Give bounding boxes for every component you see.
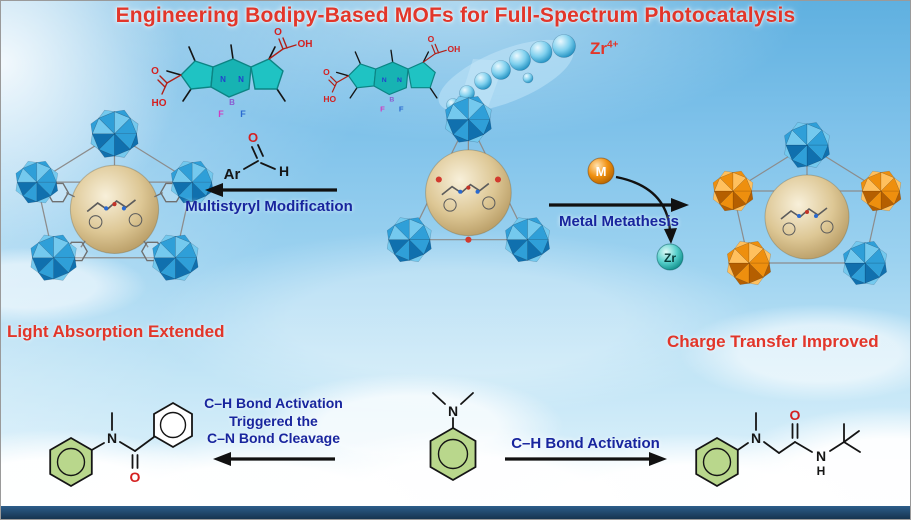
n2-label: N — [816, 448, 826, 464]
zr-ion-sphere — [522, 72, 534, 84]
ar-label: Ar — [224, 166, 241, 183]
aldehyde-structure: Ar O H — [224, 130, 289, 183]
bodipy-molecule-left — [150, 26, 314, 120]
left-caption: Light Absorption Extended — [7, 322, 225, 341]
m-cluster-node — [727, 241, 771, 285]
multistyryl-arrow — [205, 183, 337, 197]
zr-cluster-node — [843, 241, 887, 285]
encapsulated-chromophore — [780, 207, 834, 236]
cleavage-label-line2: Triggered the — [229, 412, 318, 429]
zr-ion-sphere — [552, 34, 576, 58]
released-zr-label: Zr — [664, 251, 676, 265]
arrowhead — [205, 183, 223, 197]
incoming-metal-sphere — [587, 157, 615, 185]
amide-product-molecule: N O — [49, 401, 193, 488]
h-label: H — [279, 163, 289, 179]
pore-sphere — [69, 164, 160, 255]
zr-cluster-node — [784, 122, 830, 168]
n-label: N — [107, 430, 117, 446]
bottom-border-strip — [1, 506, 910, 519]
n1-label: N — [751, 430, 761, 446]
aromatic-circle — [702, 447, 732, 477]
figure-title: Engineering Bodipy-Based MOFs for Full-S… — [115, 4, 796, 27]
incoming-metal-label: M — [596, 164, 607, 179]
o-label: O — [248, 130, 258, 145]
aromatic-circle — [437, 438, 469, 470]
zr-ion-sphere — [491, 60, 511, 80]
n-label: N — [448, 403, 458, 419]
h-label: H — [817, 464, 826, 478]
mof-metal-exchanged — [712, 122, 902, 285]
encapsulated-chromophore — [441, 182, 496, 212]
amine-product-molecule: N O N H — [695, 407, 861, 488]
multistyryl-arrow-label: Multistyryl Modification — [185, 198, 353, 215]
zr-cluster-node — [152, 234, 199, 281]
mof-styryl-modified — [15, 109, 214, 281]
benzoyl-ring — [153, 401, 193, 449]
phenyl-ring — [695, 436, 739, 488]
activation-arrow-label: C–H Bond Activation — [511, 435, 660, 452]
mof-parent — [386, 96, 550, 262]
aromatic-circle — [56, 447, 86, 477]
cleavage-label-line1: C–H Bond Activation — [204, 395, 343, 411]
arrowhead — [213, 452, 231, 466]
m-cluster-node — [712, 170, 754, 212]
right-caption: Charge Transfer Improved — [667, 332, 879, 351]
cleavage-arrow — [213, 452, 335, 466]
arrowhead — [664, 228, 677, 244]
released-zr-sphere — [656, 243, 684, 271]
arrowhead — [671, 198, 689, 212]
phenyl-ring — [429, 426, 477, 482]
zr-cluster-node — [90, 109, 139, 158]
o-label: O — [790, 407, 801, 423]
activation-arrow — [505, 452, 667, 466]
zr-cluster-node — [386, 217, 432, 262]
zr-ion-charge: 4+ — [607, 39, 619, 51]
phenyl-ring — [49, 436, 93, 488]
metathesis-arrow — [549, 198, 689, 212]
zr-cluster-node — [30, 234, 77, 281]
zr-ion-sphere — [474, 72, 492, 90]
coordination-sites — [435, 176, 502, 243]
cleavage-arrow-label: C–H Bond Activation Triggered the C–N Bo… — [191, 395, 356, 448]
substrate-molecule: N — [429, 392, 477, 482]
encapsulated-chromophore — [86, 199, 143, 229]
pore-sphere — [764, 174, 850, 260]
arrowhead — [649, 452, 667, 466]
cleavage-label-line3: C–N Bond Cleavage — [206, 430, 341, 446]
zr-cluster-node — [505, 217, 550, 262]
o-label: O — [130, 469, 141, 485]
pore-sphere — [425, 149, 512, 237]
zr-ion-label: Zr4+ — [590, 39, 618, 59]
metathesis-arrow-label: Metal Metathesis — [558, 213, 680, 230]
zr-ion-sphere — [509, 49, 531, 71]
zr-ion-element: Zr — [590, 39, 607, 58]
aromatic-circle — [159, 411, 187, 439]
zr-ion-sphere — [529, 40, 553, 64]
exchange-curved-arrow — [615, 175, 672, 232]
m-cluster-node — [860, 170, 902, 212]
